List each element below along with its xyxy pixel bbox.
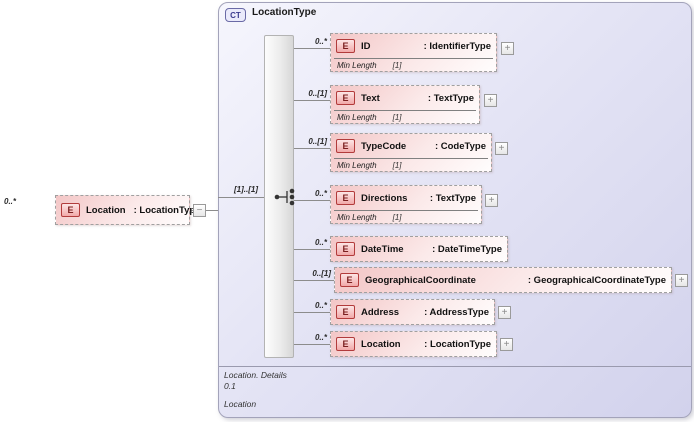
connector-line [294, 100, 330, 101]
element-icon: E [336, 337, 355, 351]
footer-version: 0.1 [224, 381, 236, 391]
element-name: Location [361, 338, 401, 350]
element-type: : TextType [429, 192, 476, 204]
expand-icon[interactable] [485, 194, 498, 207]
element-name: ID [361, 40, 371, 52]
facet-label: Min Length [337, 61, 377, 70]
element-icon: E [336, 191, 355, 205]
element-name: DateTime [361, 243, 404, 255]
element-box-datetime[interactable]: E DateTime : DateTimeType [330, 236, 508, 262]
element-name: Text [361, 92, 380, 104]
child-multiplicity: 0..[1] [308, 137, 327, 146]
connector-line [294, 148, 330, 149]
child-multiplicity: 0..* [314, 238, 327, 247]
expand-icon[interactable] [498, 306, 511, 319]
element-box-location[interactable]: E Location : LocationType [330, 331, 497, 357]
footer-separator [219, 366, 691, 367]
element-icon: E [336, 139, 355, 153]
facet-row: Min Length [1] [334, 110, 476, 122]
connector-line [294, 280, 334, 281]
child-multiplicity: 0..* [314, 189, 327, 198]
element-box-address[interactable]: E Address : AddressType [330, 299, 495, 325]
facet-label: Min Length [337, 161, 377, 170]
element-type: : IdentifierType [423, 40, 491, 52]
facet-label: Min Length [337, 113, 377, 122]
root-element-type: : LocationType [133, 204, 201, 216]
child-multiplicity: 0..* [314, 301, 327, 310]
element-box-directions[interactable]: E Directions : TextType Min Length [1] [330, 185, 482, 224]
collapse-icon[interactable] [193, 204, 206, 217]
facet-row: Min Length [1] [334, 210, 478, 222]
element-icon: E [336, 91, 355, 105]
complex-type-title: LocationType [252, 7, 317, 18]
expand-icon[interactable] [484, 94, 497, 107]
root-element-name: Location [86, 204, 126, 216]
root-element-box[interactable]: E Location : LocationType [55, 195, 200, 225]
connector-line [294, 48, 330, 49]
root-multiplicity: 0..* [4, 197, 17, 206]
element-type: : LocationType [424, 338, 491, 350]
sequence-icon [274, 188, 295, 206]
facet-row: Min Length [1] [334, 158, 488, 170]
element-type: : AddressType [424, 306, 489, 318]
element-type: : CodeType [434, 140, 486, 152]
element-icon: E [336, 305, 355, 319]
child-multiplicity: 0..[1] [312, 269, 331, 278]
sequence-connector-line [218, 197, 264, 198]
child-multiplicity: 0..* [314, 37, 327, 46]
connector-line [294, 249, 330, 250]
footer-details: Location. Details [224, 370, 287, 380]
connector-line [294, 200, 330, 201]
child-multiplicity: 0..[1] [308, 89, 327, 98]
facet-label: Min Length [337, 213, 377, 222]
element-box-id[interactable]: E ID : IdentifierType Min Length [1] [330, 33, 497, 72]
element-icon: E [340, 273, 359, 287]
facet-value: [1] [392, 113, 402, 122]
facet-value: [1] [392, 213, 402, 222]
expand-icon[interactable] [501, 42, 514, 55]
complex-type-icon: CT [225, 8, 246, 22]
element-icon: E [61, 203, 80, 217]
element-box-typecode[interactable]: E TypeCode : CodeType Min Length [1] [330, 133, 492, 172]
element-name: GeographicalCoordinate [365, 274, 476, 286]
element-type: : DateTimeType [432, 243, 502, 255]
expand-icon[interactable] [675, 274, 688, 287]
facet-value: [1] [392, 61, 402, 70]
element-type: : GeographicalCoordinateType [527, 274, 666, 286]
element-name: TypeCode [361, 140, 407, 152]
child-multiplicity: 0..* [314, 333, 327, 342]
element-box-geographicalcoordinate[interactable]: E GeographicalCoordinate : GeographicalC… [334, 267, 672, 293]
element-name: Address [361, 306, 400, 318]
facet-row: Min Length [1] [334, 58, 493, 70]
facet-value: [1] [392, 161, 402, 170]
expand-icon[interactable] [500, 338, 513, 351]
element-type: : TextType [427, 92, 474, 104]
element-name: Directions [361, 192, 408, 204]
footer-name: Location [224, 399, 257, 409]
sequence-multiplicity: [1]..[1] [234, 185, 258, 194]
element-icon: E [336, 242, 355, 256]
element-box-text[interactable]: E Text : TextType Min Length [1] [330, 85, 480, 124]
expand-icon[interactable] [495, 142, 508, 155]
connector-line [294, 312, 330, 313]
connector-line [294, 344, 330, 345]
element-icon: E [336, 39, 355, 53]
